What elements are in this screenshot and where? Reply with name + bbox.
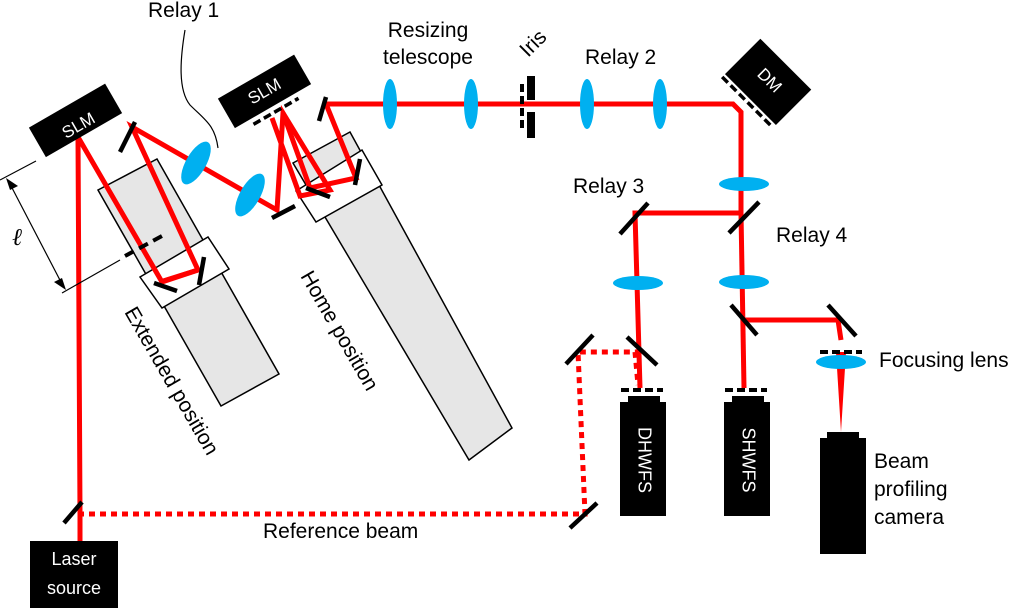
deformable-mirror: DM [720, 38, 812, 130]
camera-label-line1: Beam [874, 450, 929, 473]
mirror [153, 280, 178, 294]
length-dimension: ℓ [0, 160, 163, 294]
mirror [826, 303, 858, 338]
focusing-lens-label: Focusing lens [879, 349, 1009, 372]
dimension-line [9, 183, 63, 285]
laser-source: Laser source [30, 541, 118, 608]
relay1-label: Relay 1 [148, 0, 219, 22]
mirror [305, 185, 331, 200]
length-symbol: ℓ [12, 225, 22, 251]
arrowhead-top [6, 178, 18, 190]
slm-left: SLM [28, 83, 123, 158]
camera-label-line3: camera [874, 506, 944, 529]
beam-profiling-camera [820, 432, 866, 554]
dimension-extension-top [0, 160, 37, 181]
camera-label-line2: profiling [874, 478, 948, 501]
dhwfs: DHWFS [620, 388, 666, 516]
extended-reference-plane [124, 234, 163, 258]
shwfs-label: SHWFS [738, 428, 758, 493]
lens-relay1-b [235, 173, 265, 217]
iris-label: Iris [515, 25, 551, 61]
dimension-extension-bottom [61, 259, 121, 294]
lens-relay2-b [653, 79, 667, 129]
beam-splitter [62, 500, 84, 525]
lens-relay3 [613, 276, 663, 290]
beam-extended-carriage [159, 267, 199, 285]
mirror [270, 204, 297, 220]
mirror [352, 158, 363, 186]
mirror [618, 201, 650, 236]
mirror [564, 333, 595, 366]
mirror [729, 303, 759, 337]
relay2-label: Relay 2 [585, 46, 656, 69]
beam-main-path [280, 101, 744, 389]
slm-right: SLM [217, 54, 312, 129]
arrowhead-bottom [54, 278, 66, 290]
resizing-label-line2: telescope [383, 46, 473, 69]
beam-to-camera [742, 317, 844, 341]
mirror [316, 96, 329, 122]
mirror [727, 200, 761, 235]
mirror [625, 335, 659, 367]
beam-to-shwfs [738, 212, 747, 389]
iris-blade-top [527, 76, 535, 100]
reference-beam-label: Reference beam [263, 520, 418, 543]
stage-rail-home [291, 130, 513, 462]
lens-telescope-a [383, 79, 397, 129]
lens-relay4-b [719, 275, 769, 289]
lens-telescope-b [464, 79, 478, 129]
iris [520, 76, 535, 138]
relay3-label: Relay 3 [573, 175, 644, 198]
focused-beam [836, 352, 846, 432]
relay4-label: Relay 4 [776, 224, 848, 247]
mirror [196, 256, 207, 286]
reference-beam-path [78, 349, 641, 517]
beam-laser-to-slm [75, 136, 83, 590]
relay1-leader [180, 29, 219, 149]
laser-label-line1: Laser [51, 549, 96, 569]
lens-relay2-a [580, 79, 594, 129]
shwfs: SHWFS [724, 388, 770, 516]
mirror [568, 501, 599, 530]
mirror [117, 120, 138, 154]
resizing-label-line1: Resizing [388, 19, 469, 42]
focusing-lens [816, 355, 866, 369]
slm-right-plane [252, 96, 300, 126]
lens-relay1-a [181, 141, 211, 185]
iris-blade-bottom [527, 112, 535, 138]
lens-relay4-a [719, 177, 769, 191]
dhwfs-label: DHWFS [634, 427, 654, 493]
laser-label-line2: source [47, 578, 101, 598]
